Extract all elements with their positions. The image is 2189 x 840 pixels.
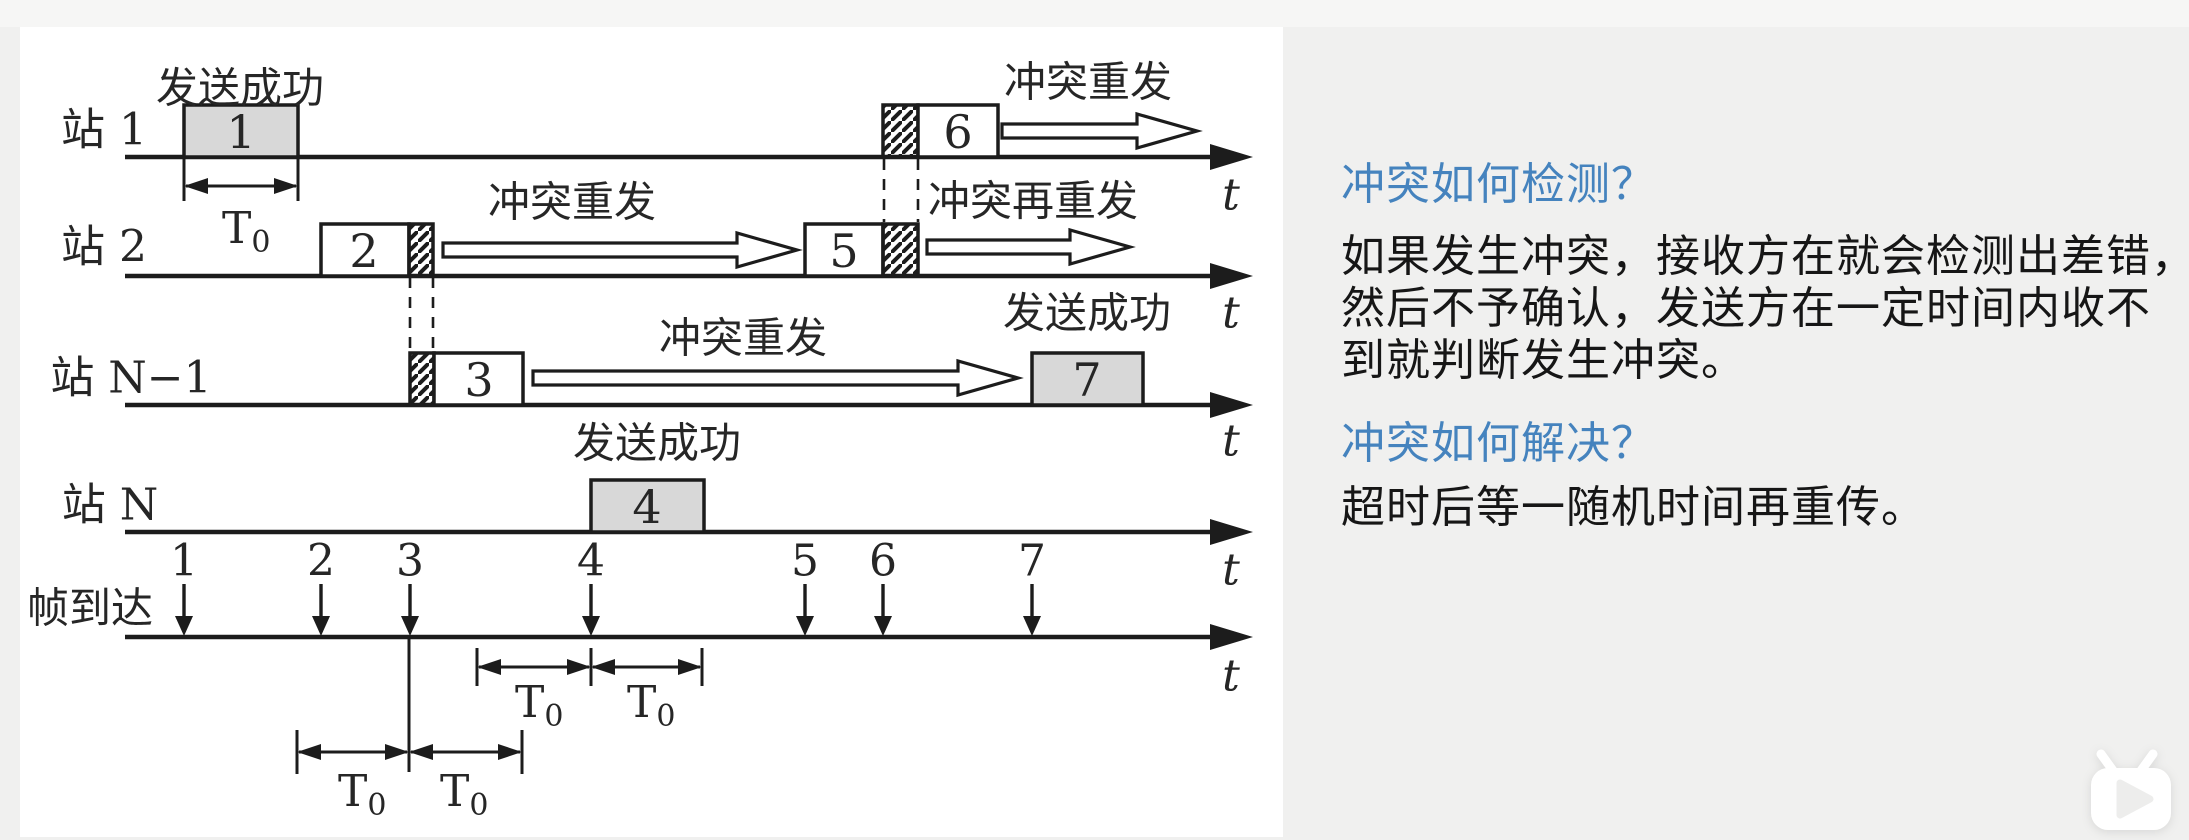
stationN-label: 站 N xyxy=(62,480,159,531)
t0-label-upper-left: T0 xyxy=(515,677,563,734)
answer1-line1: 如果发生冲突，接收方在就会检测出差错， xyxy=(1341,231,2189,282)
frame-1: 1 xyxy=(182,103,300,159)
send-success-label-1: 发送成功 xyxy=(156,64,324,113)
frame-2-number: 2 xyxy=(349,224,378,278)
frame-2: 2 xyxy=(319,222,435,278)
t0-label-frame1: T0 xyxy=(222,203,270,260)
collision-resend-label-station1: 冲突重发 xyxy=(1004,58,1172,107)
station2-axis xyxy=(125,263,1253,289)
arrival-tick-6: 6 xyxy=(869,536,897,587)
arrival-tick-7: 7 xyxy=(1018,536,1046,587)
axis-arrowhead xyxy=(1210,519,1253,545)
t-label-arrival: t xyxy=(1222,651,1240,702)
tv-play-icon xyxy=(2091,749,2171,830)
t-label-station2: t xyxy=(1222,288,1240,339)
send-success-label-4: 发送成功 xyxy=(573,419,741,468)
t-label-station1: t xyxy=(1222,170,1240,221)
answer-collision-resolution: 超时后等一随机时间再重传。 xyxy=(1341,482,1926,533)
frame-6-collision-hatch xyxy=(881,103,920,159)
stationN1-label: 站 N−1 xyxy=(50,353,211,404)
arrival-arrows xyxy=(175,584,1041,636)
resend-arrow-station2 xyxy=(441,230,803,270)
frame-7: 7 xyxy=(1030,351,1145,407)
answer1-line2: 然后不予确认，发送方在一定时间内收不 xyxy=(1341,283,2151,334)
frame-5: 5 xyxy=(803,222,920,278)
station1-label: 站 1 xyxy=(61,105,147,156)
axis-arrowhead xyxy=(1210,144,1253,170)
frame-3-number: 3 xyxy=(464,353,493,407)
frame-5-collision-hatch xyxy=(881,222,920,278)
arrival-ticks: 1 2 3 4 5 6 7 xyxy=(170,536,1046,636)
frame-4: 4 xyxy=(589,478,706,534)
t-label-stationN1: t xyxy=(1222,416,1240,467)
t0-bracket-arrival4: T0 T0 xyxy=(475,648,704,734)
t0-label-lower-left: T0 xyxy=(338,766,386,823)
frame-1-number: 1 xyxy=(226,105,255,159)
axis-arrowhead xyxy=(1210,263,1253,289)
arrival-tick-2: 2 xyxy=(307,536,335,587)
frame-3: 3 xyxy=(408,351,525,407)
t0-bracket-arrival3: T0 T0 xyxy=(295,730,524,823)
frame-3-collision-hatch xyxy=(408,351,436,407)
question-collision-detection: 冲突如何检测？ xyxy=(1341,159,1656,210)
answer1-line3: 到就判断发生冲突。 xyxy=(1341,335,1746,386)
frame-4-number: 4 xyxy=(632,480,661,534)
frame-6: 6 xyxy=(881,103,1000,159)
axis-arrowhead xyxy=(1210,392,1253,418)
arrival-tick-1: 1 xyxy=(170,536,198,587)
re-resend-arrow-station2 xyxy=(925,227,1136,267)
t-label-stationN: t xyxy=(1222,545,1240,596)
send-success-label-7: 发送成功 xyxy=(1003,289,1171,338)
answer-collision-detection: 如果发生冲突，接收方在就会检测出差错， 然后不予确认，发送方在一定时间内收不 到… xyxy=(1341,231,2189,387)
arrival-axis xyxy=(125,624,1253,650)
video-play-button[interactable] xyxy=(2084,748,2184,836)
resend-arrow-stationN1 xyxy=(531,358,1024,398)
arrival-tick-4: 4 xyxy=(577,536,605,587)
frame-5-number: 5 xyxy=(829,224,858,278)
t0-label-upper-right: T0 xyxy=(627,677,675,734)
resend-arrow-station1 xyxy=(1000,111,1203,151)
collision-resend-label-stationN1: 冲突重发 xyxy=(659,314,827,363)
arrival-tick-5: 5 xyxy=(791,536,819,587)
t0-label-lower-right: T0 xyxy=(440,766,488,823)
collision-resend-label-station2: 冲突重发 xyxy=(488,178,656,227)
diagram-panel xyxy=(20,27,1283,837)
top-strip xyxy=(0,0,2189,27)
question-collision-resolution: 冲突如何解决？ xyxy=(1341,418,1656,469)
frame-7-number: 7 xyxy=(1072,353,1101,407)
station2-label: 站 2 xyxy=(61,222,147,273)
frame-6-number: 6 xyxy=(943,105,972,159)
frame-2-collision-hatch xyxy=(407,222,435,278)
collision-re-resend-label: 冲突再重发 xyxy=(928,177,1138,226)
axis-arrowhead xyxy=(1210,624,1253,650)
arrival-row-label: 帧到达 xyxy=(27,584,153,633)
station1-axis xyxy=(125,144,1253,170)
arrival-tick-3: 3 xyxy=(396,536,424,587)
t0-dimension-frame1: T0 xyxy=(182,159,300,260)
